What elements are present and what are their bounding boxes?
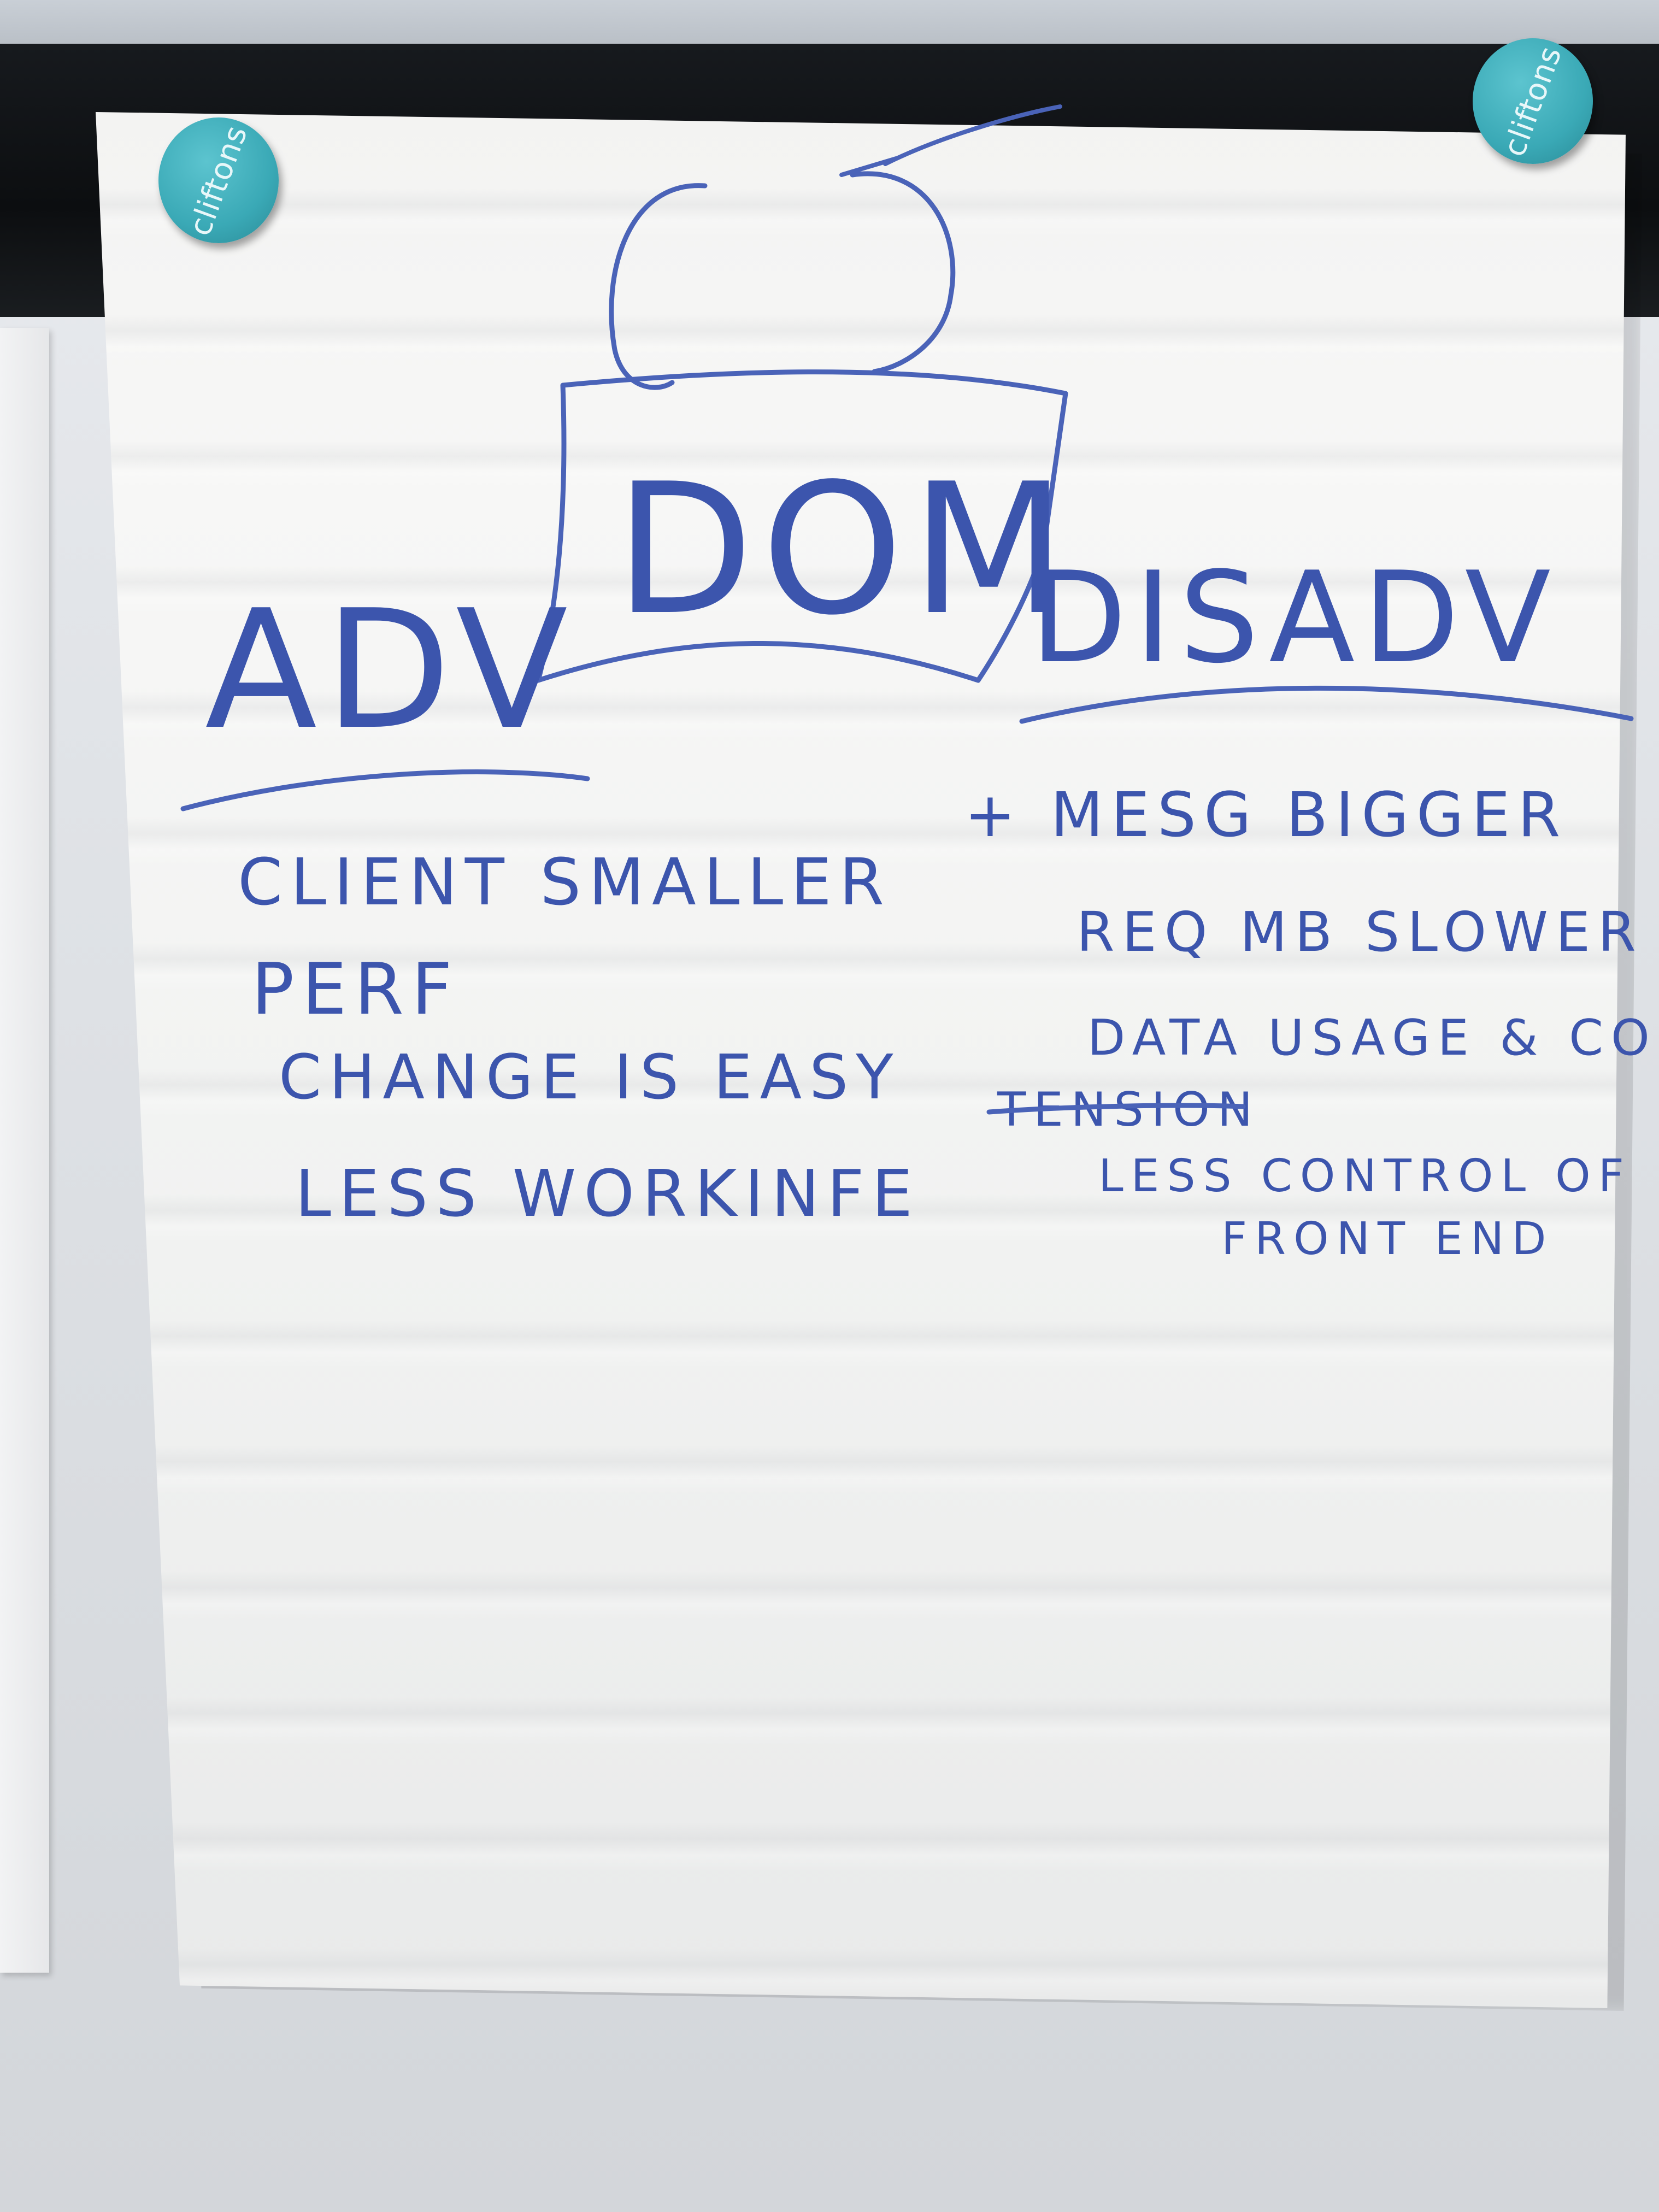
title-box: [536, 369, 1068, 683]
magnet-right: cliftons: [1473, 38, 1593, 164]
disadv-item-2: REQ MB SLOWER: [1076, 900, 1644, 964]
disadv-item-5: LESS CONTROL OF: [1098, 1150, 1632, 1202]
adjacent-paper-sheet: [0, 328, 49, 1973]
flipchart-paper: [96, 112, 1626, 2008]
doodle-arc-right: [850, 171, 956, 374]
heading-disadvantages: DISADV: [1030, 545, 1558, 691]
doodle-arc-left: [609, 183, 708, 390]
adv-item-1: CLIENT SMALLER: [238, 844, 892, 920]
disadv-item-1: + MESG BIGGER: [964, 780, 1568, 851]
underline-disadvantages: [1019, 685, 1634, 724]
adv-item-2: PERF: [251, 948, 460, 1031]
center-title: DOM: [615, 445, 1074, 655]
disadv-item-3: DATA USAGE & COST: [1087, 1009, 1659, 1067]
disadv-item-6: FRONT END: [1221, 1213, 1554, 1265]
adv-item-4: LESS WORKINFE: [295, 1156, 920, 1231]
doodle-line-top: [883, 104, 1062, 166]
wall-top: [0, 0, 1659, 52]
magnet-left: cliftons: [158, 117, 279, 243]
adv-item-3: CHANGE IS EASY: [279, 1042, 901, 1113]
strikethrough-line: [986, 1103, 1246, 1115]
doodle-line-right: [839, 156, 898, 177]
heading-advantages: ADV: [205, 575, 575, 766]
underline-advantages: [180, 769, 590, 811]
